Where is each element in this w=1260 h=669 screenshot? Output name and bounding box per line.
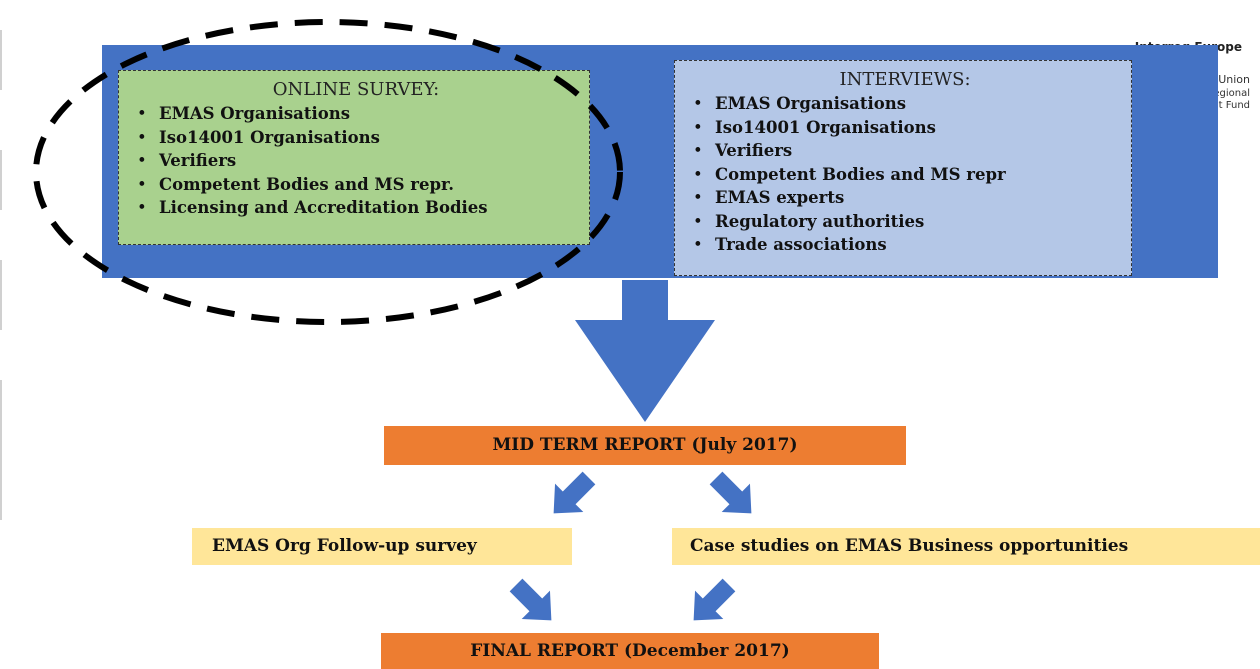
interviews-panel: INTERVIEWS: • EMAS Organisations • Iso1400… <box>674 60 1132 276</box>
bullet-icon: • <box>137 127 147 147</box>
bullet-icon: • <box>693 117 703 137</box>
list-item-label: Verifiers <box>715 141 793 160</box>
final-report-label: FINAL REPORT (December 2017) <box>470 641 790 661</box>
list-item: • Verifiers <box>137 149 575 173</box>
bullet-icon: • <box>693 211 703 231</box>
case-studies-box: Case studies on EMAS Business opportunit… <box>672 528 1260 565</box>
list-item-label: EMAS experts <box>715 188 845 207</box>
bullet-icon: • <box>693 141 703 160</box>
logo-line: Union <box>1218 73 1250 86</box>
bullet-icon: • <box>693 188 703 207</box>
interviews-title: INTERVIEWS: <box>839 69 971 90</box>
list-item-label: Iso14001 Organisations <box>715 117 936 137</box>
dashed-highlight-ellipse <box>33 19 623 325</box>
list-item: • Licensing and Accreditation Bodies <box>137 196 575 220</box>
followup-survey-label: EMAS Org Follow-up survey <box>212 536 477 556</box>
list-item-label: Competent Bodies and MS repr <box>715 164 1006 184</box>
online-survey-title: ONLINE SURVEY: <box>272 79 440 100</box>
arrow-down-left-2 <box>693 578 736 621</box>
mid-term-report-box: MID TERM REPORT (July 2017) <box>384 426 906 465</box>
followup-survey-box: EMAS Org Follow-up survey <box>192 528 572 565</box>
arrow-down-right-1 <box>709 471 752 514</box>
online-survey-list: • EMAS Organisations • Iso14001 Organisati… <box>137 102 575 220</box>
list-item: • EMAS Organisations <box>693 92 1117 116</box>
bullet-icon: • <box>693 235 703 254</box>
bullet-icon: • <box>137 104 147 123</box>
arrow-down-left-1 <box>553 471 596 514</box>
edge-line <box>0 150 2 210</box>
logo-line: egional <box>1213 88 1250 99</box>
list-item: • Iso14001 Organisations <box>693 116 1117 140</box>
case-studies-label: Case studies on EMAS Business opportunit… <box>690 536 1129 556</box>
list-item: • EMAS experts <box>693 186 1117 210</box>
list-item-label: Regulatory authorities <box>715 211 925 231</box>
final-report-box: FINAL REPORT (December 2017) <box>381 633 879 669</box>
online-survey-panel: ONLINE SURVEY: • EMAS Organisations • Iso1… <box>118 70 590 245</box>
list-item-label: Licensing and Accreditation Bodies <box>159 198 488 217</box>
list-item: • Trade associations <box>693 233 1117 257</box>
list-item-label: Iso14001 Organisations <box>159 127 380 147</box>
edge-line <box>0 380 2 520</box>
list-item-label: Verifiers <box>159 151 237 170</box>
edge-line <box>0 30 2 90</box>
bullet-icon: • <box>137 198 147 217</box>
arrow-down-right-2 <box>509 578 552 621</box>
list-item: • Competent Bodies and MS repr <box>693 163 1117 187</box>
bullet-icon: • <box>137 174 147 194</box>
list-item-label: EMAS Organisations <box>715 94 907 113</box>
list-item: • Competent Bodies and MS repr. <box>137 173 575 197</box>
list-item: • Regulatory authorities <box>693 210 1117 234</box>
mid-term-report-label: MID TERM REPORT (July 2017) <box>492 435 798 455</box>
bullet-icon: • <box>693 94 703 113</box>
list-item: • EMAS Organisations <box>137 102 575 126</box>
interviews-list: • EMAS Organisations • Iso14001 Organisati… <box>693 92 1117 257</box>
logo-line: t Fund <box>1218 100 1250 111</box>
list-item: • Verifiers <box>693 139 1117 163</box>
edge-line <box>0 260 2 330</box>
list-item-label: Competent Bodies and MS repr. <box>159 174 454 194</box>
list-item: • Iso14001 Organisations <box>137 126 575 150</box>
bullet-icon: • <box>137 151 147 170</box>
big-down-arrow <box>575 280 715 422</box>
list-item-label: EMAS Organisations <box>159 104 351 123</box>
bullet-icon: • <box>693 164 703 184</box>
list-item-label: Trade associations <box>715 235 887 254</box>
